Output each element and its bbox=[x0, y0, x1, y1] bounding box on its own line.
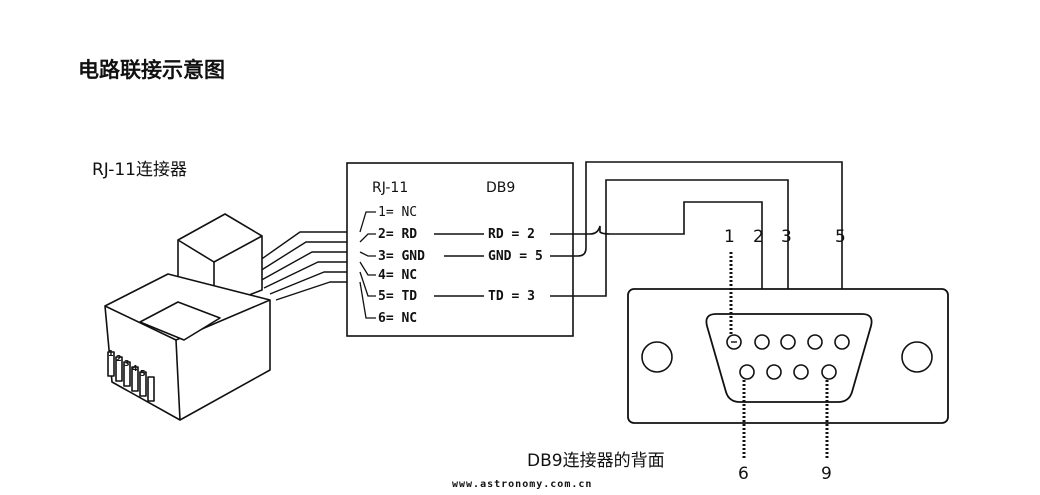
db9-pin bbox=[807, 334, 823, 350]
mapping-rd: RD = 2 bbox=[488, 227, 535, 242]
rj11-contact-number: 1 bbox=[108, 349, 114, 358]
pin-5-label: 5= TD bbox=[378, 289, 417, 304]
leader-lines bbox=[729, 252, 829, 460]
db9-pin-number: 6 bbox=[738, 464, 749, 484]
db9-pin-number: 2 bbox=[753, 227, 764, 247]
box-header-db9: DB9 bbox=[486, 180, 515, 196]
pin-2-label: 2= RD bbox=[378, 227, 417, 242]
db9-pin bbox=[834, 334, 850, 350]
db9-pin-number: 1 bbox=[724, 227, 735, 247]
rj11-contact-number: 3 bbox=[124, 359, 130, 368]
mount-hole-left bbox=[641, 341, 673, 373]
db9-shell bbox=[705, 313, 873, 403]
db9-pin-number: 3 bbox=[781, 227, 792, 247]
db9-connector bbox=[627, 288, 949, 424]
pin-6-label: 6= NC bbox=[378, 311, 417, 326]
rj11-contact-number: 5 bbox=[140, 369, 146, 378]
rj11-contacts bbox=[107, 351, 155, 402]
db9-pin bbox=[780, 334, 796, 350]
pin-4-label: 4= NC bbox=[378, 268, 417, 283]
rj11-label: RJ-11连接器 bbox=[92, 160, 187, 180]
rj11-contact-number: 2 bbox=[116, 354, 122, 363]
db9-pin bbox=[754, 334, 770, 350]
watermark: www.astronomy.com.cn bbox=[452, 479, 592, 490]
db9-pin bbox=[793, 364, 809, 380]
mapping-gnd: GND = 5 bbox=[488, 249, 543, 264]
db9-pin bbox=[766, 364, 782, 380]
db9-pin-number: 5 bbox=[835, 227, 846, 247]
pin-1-label: 1= NC bbox=[378, 205, 417, 220]
pin-3-label: 3= GND bbox=[378, 249, 425, 264]
rj11-cable bbox=[245, 231, 360, 301]
rj11-connector bbox=[104, 213, 360, 421]
db9-pin-number: 9 bbox=[821, 464, 832, 484]
mount-hole-right bbox=[901, 341, 933, 373]
db9-pin bbox=[821, 364, 837, 380]
page-title: 电路联接示意图 bbox=[78, 58, 225, 82]
db9-pin bbox=[739, 364, 755, 380]
rj11-contact-number: 4 bbox=[132, 364, 138, 373]
pin-fan-lines bbox=[359, 211, 376, 319]
pinout-box bbox=[346, 162, 574, 337]
box-header-rj11: RJ-11 bbox=[372, 180, 408, 196]
mapping-td: TD = 3 bbox=[488, 289, 535, 304]
db9-wires bbox=[550, 161, 843, 338]
db9-label: DB9连接器的背面 bbox=[527, 451, 665, 471]
mapping-lines bbox=[434, 233, 484, 297]
